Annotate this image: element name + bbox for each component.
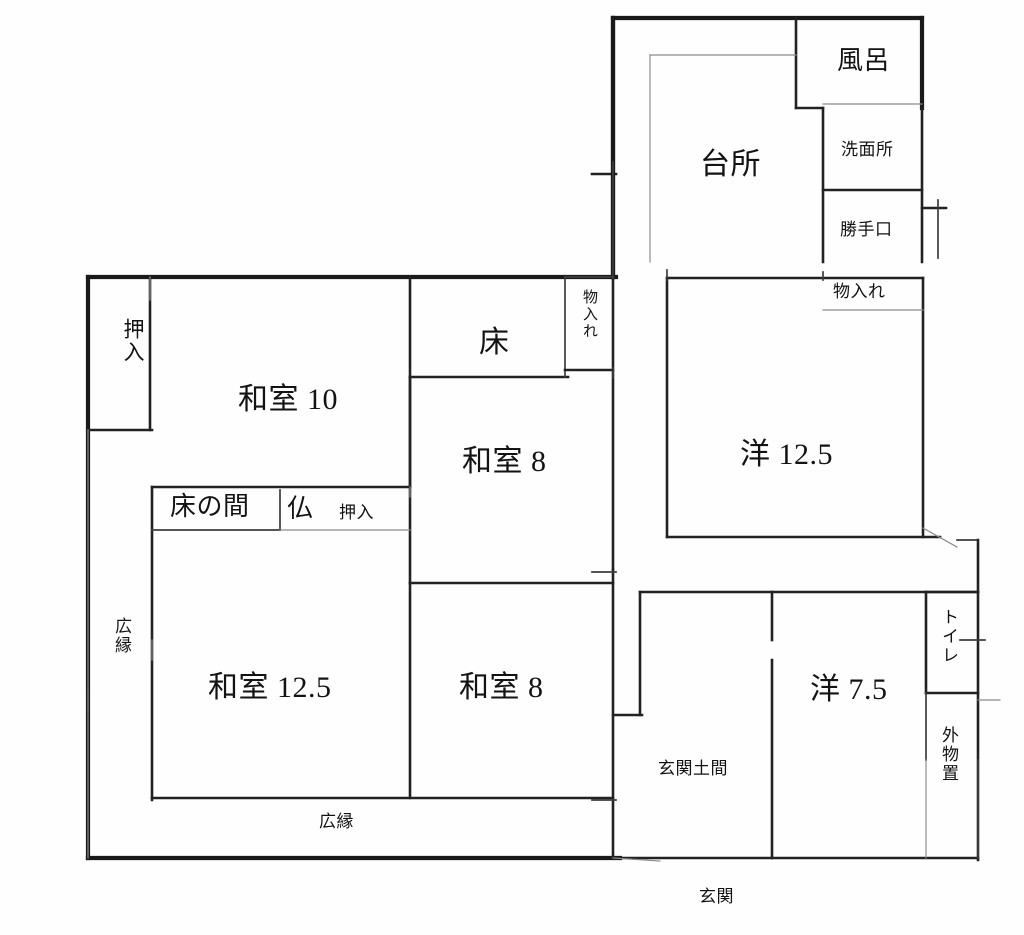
room-label-butsudan: 仏: [287, 494, 314, 523]
room-label-furo: 風呂: [837, 46, 891, 75]
room-label-daidokoro: 台所: [700, 148, 761, 181]
left-wing-outline: [85, 274, 623, 861]
room-label-washitsu-8-lower: 和室 8: [459, 671, 544, 704]
you-75-section: [611, 538, 1001, 862]
room-label-hiroen-left: 広縁: [112, 617, 131, 655]
room-label-you-75: 洋 7.5: [810, 673, 888, 706]
room-label-oshiire-middle: 押入: [339, 503, 374, 522]
room-label-senmenjo: 洗面所: [841, 140, 894, 159]
room-label-washitsu-8-upper: 和室 8: [462, 445, 547, 478]
room-label-washitsu-125: 和室 12.5: [208, 671, 332, 704]
room-label-you-125: 洋 12.5: [740, 438, 833, 471]
room-label-tokonoma: 床の間: [170, 492, 250, 521]
room-label-washitsu-10: 和室 10: [238, 383, 338, 416]
room-label-hiroen-bottom: 広縁: [319, 812, 354, 831]
genkan-area: [591, 571, 774, 862]
door-marks: [87, 269, 668, 713]
left-wing-interior: [86, 275, 615, 859]
room-label-monoire-right: 物入れ: [833, 282, 886, 301]
you-125-room: [665, 271, 979, 561]
room-label-toko: 床: [479, 326, 510, 359]
room-label-genkan-doma: 玄関土間: [658, 759, 728, 778]
room-label-monoire-middle: 物入れ: [581, 289, 597, 340]
room-label-toilet: トイレ: [939, 608, 958, 665]
room-label-oshiire-left: 押入: [121, 318, 145, 364]
room-label-soto-monooki: 外物置: [939, 726, 958, 783]
room-label-katteguchi: 勝手口: [840, 220, 893, 239]
room-label-genkan: 玄関: [699, 887, 734, 906]
